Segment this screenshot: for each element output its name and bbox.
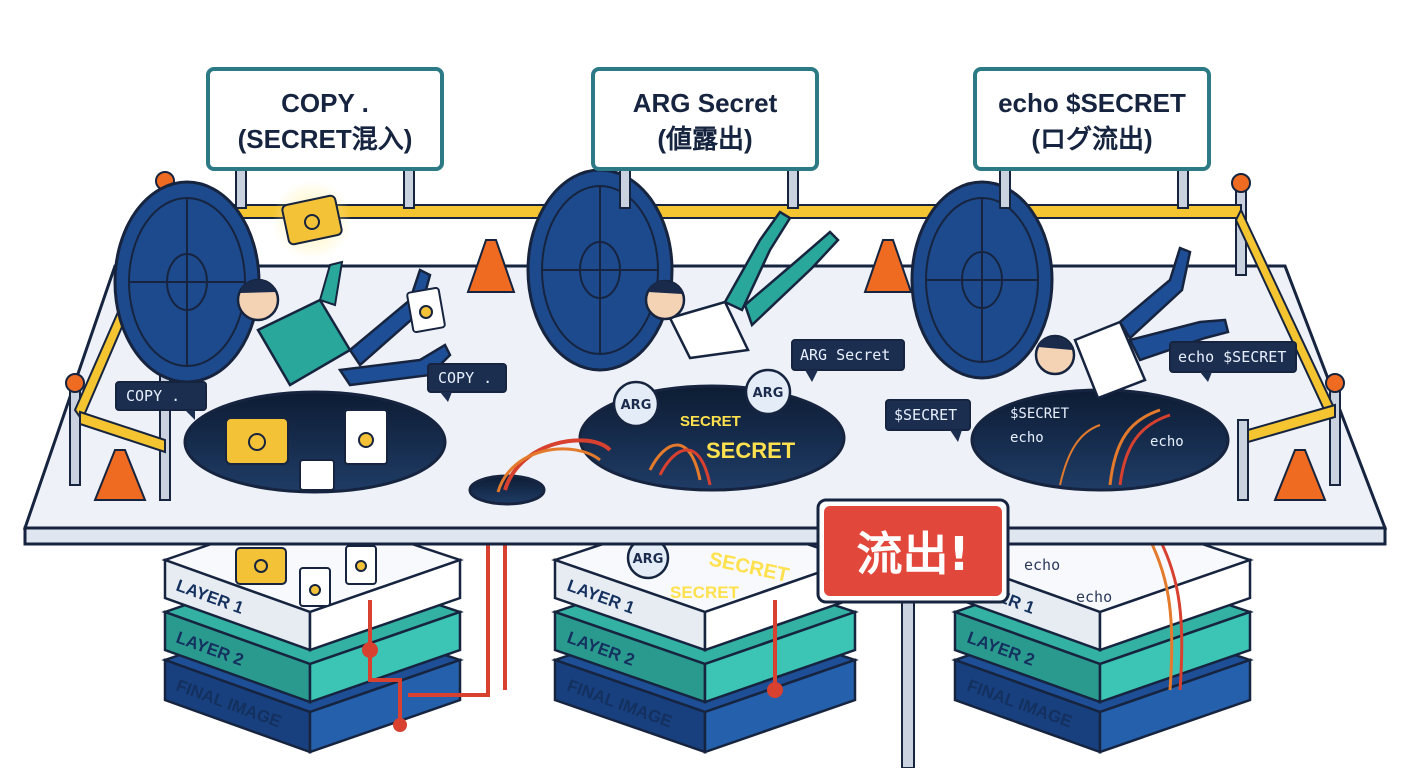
bubble-copy-left: COPY . — [115, 381, 207, 420]
stack-echo-1: echo — [1024, 556, 1060, 574]
sign-echo-line1: echo $SECRET — [998, 88, 1186, 118]
stack-echo-2: echo — [1076, 588, 1112, 606]
stack-secret-2: SECRET — [670, 583, 740, 602]
flying-files — [272, 180, 446, 333]
leak-sign-text: 流出! — [857, 527, 970, 581]
bubble-secret-var: $SECRET — [885, 399, 971, 442]
traffic-cone-icon — [466, 239, 516, 293]
arg-badge-icon — [744, 368, 792, 416]
bubble-secret-var-text: $SECRET — [894, 406, 957, 424]
bubble-copy-right: COPY . — [427, 363, 507, 402]
sign-arg: ARG Secret (値露出) — [591, 67, 819, 209]
bubble-copy-left-text: COPY . — [126, 387, 180, 405]
layer-stack-2: LAYER 1 LAYER 2 FINAL IMAGE ARG SECRET S… — [551, 508, 859, 754]
warning-light-icon — [1325, 373, 1345, 393]
sign-arg-line1: ARG Secret — [633, 88, 778, 118]
bubble-arg: ARG Secret — [791, 339, 905, 382]
traffic-cone-icon — [1273, 449, 1327, 501]
hole-echo: $SECRET echo echo — [970, 388, 1230, 492]
hole-secret-big: SECRET — [706, 438, 796, 463]
sign-echo: echo $SECRET (ログ流出) — [973, 67, 1211, 209]
stack-arg-stamp: ARG — [633, 552, 664, 567]
warning-light-icon — [1231, 173, 1251, 193]
falling-person-1 — [236, 260, 452, 387]
bubble-copy-right-text: COPY . — [438, 369, 492, 387]
manhole-lid-3 — [910, 180, 1054, 380]
bubble-echo-right-text: echo $SECRET — [1178, 348, 1286, 366]
sign-arg-line2: (値露出) — [657, 124, 752, 154]
hole-arg-stamp-1: ARG — [621, 398, 652, 413]
manhole-lid-2 — [526, 168, 674, 372]
bubble-echo-right: echo $SECRET — [1169, 341, 1297, 382]
bubble-arg-text: ARG Secret — [800, 346, 890, 364]
sign-echo-line2: (ログ流出) — [1031, 124, 1152, 154]
falling-person-2 — [644, 210, 840, 360]
sign-copy: COPY . (SECRET混入) — [206, 67, 444, 209]
hole-arg-stamp-2: ARG — [753, 386, 784, 401]
manhole-lid-1 — [113, 180, 261, 384]
traffic-cone-icon — [93, 449, 147, 501]
hole-arg: ARG ARG SECRET SECRET — [578, 368, 846, 492]
leak-pipes — [362, 540, 783, 732]
traffic-cones — [93, 239, 1327, 501]
document-lock-icon — [299, 459, 335, 491]
arg-badge-icon — [612, 380, 660, 428]
sign-copy-line2: (SECRET混入) — [238, 124, 413, 154]
falling-person-3 — [1034, 246, 1230, 400]
hole-echo-secret: $SECRET — [1010, 406, 1070, 422]
hole-secret-small: SECRET — [680, 413, 741, 430]
leak-warning-sign: 流出! — [816, 498, 1010, 768]
hole-echo-2: echo — [1150, 434, 1184, 450]
sign-copy-line1: COPY . — [281, 88, 369, 118]
warning-light-icon — [65, 373, 85, 393]
traffic-cone-icon — [863, 239, 913, 293]
hole-small-pipe — [468, 438, 612, 506]
hole-copy — [183, 390, 447, 494]
hole-echo-1: echo — [1010, 430, 1044, 446]
layer-stack-1: LAYER 1 LAYER 2 FINAL IMAGE — [161, 508, 464, 754]
